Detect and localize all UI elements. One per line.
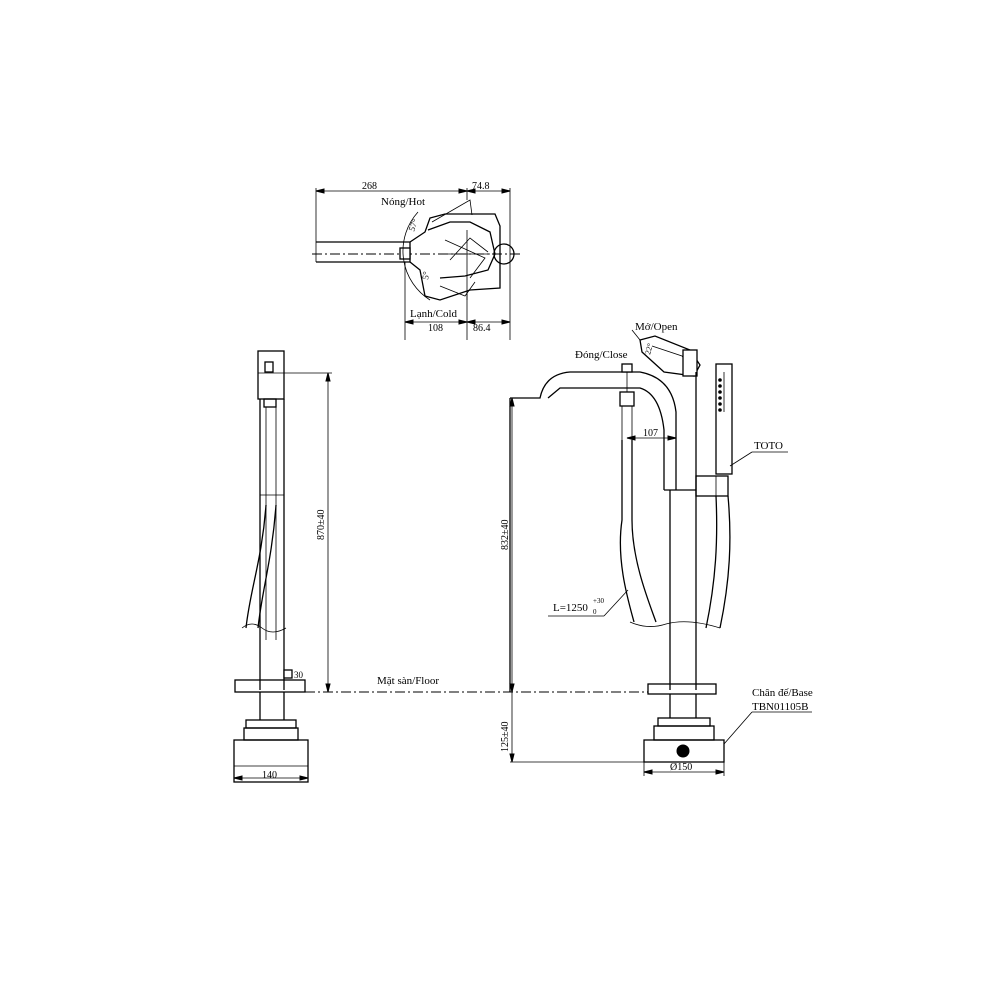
hose-tol-upper: +30 bbox=[593, 597, 604, 605]
hose-tol-lower: 0 bbox=[593, 608, 597, 616]
top-dim-bottom-left: 108 bbox=[428, 323, 443, 334]
base-diameter: Ø150 bbox=[670, 762, 692, 773]
hose-length: L=1250 bbox=[553, 602, 588, 614]
angle-cold: 5° bbox=[420, 270, 431, 280]
side-base-dim: 140 bbox=[262, 770, 277, 781]
angle-open: 22° bbox=[643, 342, 655, 355]
cold-label: Lạnh/Cold bbox=[410, 308, 458, 320]
top-dim-right: 74.8 bbox=[472, 181, 490, 192]
top-dim-left: 268 bbox=[362, 181, 377, 192]
shower-nozzles bbox=[718, 378, 722, 412]
reach-dim: 107 bbox=[643, 428, 658, 439]
base-label: Chân đế/Base bbox=[752, 687, 813, 699]
top-dim-bottom-right: 86.4 bbox=[473, 323, 491, 334]
angle-hot: 57° bbox=[406, 217, 420, 233]
front-height-dim: 832±40 bbox=[500, 520, 511, 551]
close-label: Đóng/Close bbox=[575, 349, 628, 361]
front-view: Mở/Open Đóng/Close 22° 107 TOTO bbox=[500, 321, 813, 776]
side-view: 30 140 870±40 bbox=[233, 350, 332, 783]
top-view: 268 74.8 Nóng/Hot Lạnh/Cold 57° 5° 108 8… bbox=[312, 181, 520, 340]
open-label: Mở/Open bbox=[635, 321, 678, 333]
floor-line: Mặt sàn/Floor bbox=[305, 675, 648, 693]
brand-label: TOTO bbox=[754, 440, 783, 452]
below-floor-dim: 125±40 bbox=[500, 722, 511, 753]
hot-label: Nóng/Hot bbox=[381, 196, 425, 208]
base-model: TBN01105B bbox=[752, 701, 808, 713]
side-step-dim: 30 bbox=[294, 670, 304, 680]
floor-label: Mặt sàn/Floor bbox=[377, 675, 439, 687]
side-height-dim: 870±40 bbox=[316, 510, 327, 541]
